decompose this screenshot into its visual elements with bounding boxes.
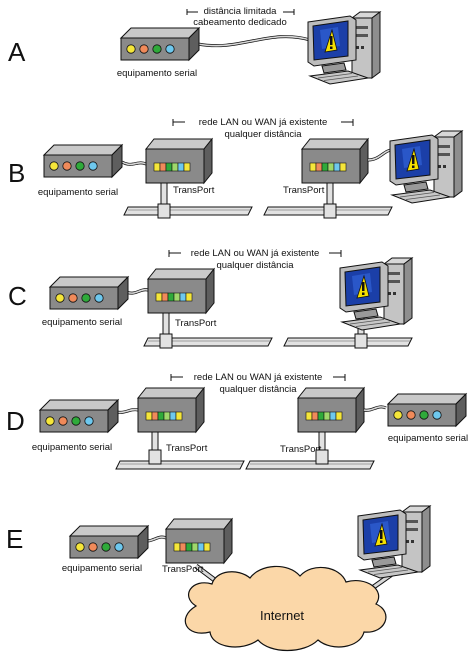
scenario-b-bracket-line2: qualquer distância bbox=[224, 129, 302, 140]
lan-segment-icon bbox=[115, 460, 245, 470]
serial-device-icon bbox=[387, 393, 467, 427]
scenario-b-bracket-line1: rede LAN ou WAN já existente bbox=[199, 117, 328, 128]
scenario-b-bracket bbox=[172, 119, 354, 126]
scenario-e-transport-label: TransPort bbox=[162, 564, 204, 575]
computer-icon bbox=[307, 11, 381, 85]
scenario-c-letter: C bbox=[8, 281, 27, 311]
scenario-d-bracket-line1: rede LAN ou WAN já existente bbox=[194, 372, 323, 383]
transport-device-icon bbox=[301, 138, 369, 184]
serial-device-icon bbox=[49, 276, 129, 310]
scenario-d-letter: D bbox=[6, 406, 25, 436]
computer-icon bbox=[357, 505, 431, 579]
serial-device-icon bbox=[43, 144, 123, 178]
scenario-e-letter: E bbox=[6, 524, 23, 554]
scenario-d-transport-label-left: TransPort bbox=[166, 443, 208, 454]
transport-device-icon bbox=[165, 518, 233, 564]
scenario-d-serial-label-right: equipamento serial bbox=[388, 433, 468, 444]
scenario-e-serial-label: equipamento serial bbox=[62, 563, 142, 574]
scenario-a-bracket-line2: cabeamento dedicado bbox=[193, 17, 287, 28]
computer-icon bbox=[339, 257, 413, 331]
scenario-a-letter: A bbox=[8, 37, 26, 67]
lan-segment-icon bbox=[283, 337, 413, 347]
lan-segment-icon bbox=[245, 460, 375, 470]
scenario-c-bracket-line2: qualquer distância bbox=[216, 260, 294, 271]
transport-device-icon bbox=[297, 387, 365, 433]
lan-segment-icon bbox=[123, 206, 253, 216]
scenario-c-transport-label: TransPort bbox=[175, 318, 217, 329]
scenario-b-transport-label-left: TransPort bbox=[173, 185, 215, 196]
scenario-c-bracket-line1: rede LAN ou WAN já existente bbox=[191, 248, 320, 259]
internet-label: Internet bbox=[260, 608, 304, 623]
transport-device-icon bbox=[145, 138, 213, 184]
serial-device-icon bbox=[120, 27, 200, 61]
cloud-icon bbox=[184, 565, 387, 651]
scenario-c-serial-label: equipamento serial bbox=[42, 317, 122, 328]
computer-icon bbox=[389, 130, 463, 204]
scenario-c-bracket bbox=[168, 250, 342, 257]
transport-device-icon bbox=[137, 387, 205, 433]
transport-device-icon bbox=[147, 268, 215, 314]
scenario-b-serial-label: equipamento serial bbox=[38, 187, 118, 198]
scenario-d-transport-label-right: TransPort bbox=[280, 444, 322, 455]
scenario-b-transport-label-right: TransPort bbox=[283, 185, 325, 196]
scenario-b-letter: B bbox=[8, 158, 25, 188]
scenario-d-bracket bbox=[170, 374, 346, 381]
scenario-d-bracket-line2: qualquer distância bbox=[219, 384, 297, 395]
scenario-d-serial-label-left: equipamento serial bbox=[32, 442, 112, 453]
scenario-a-serial-label: equipamento serial bbox=[117, 68, 197, 79]
serial-device-icon bbox=[69, 525, 149, 559]
scenario-a-bracket-line1: distância limitada bbox=[204, 6, 278, 17]
serial-device-icon bbox=[39, 399, 119, 433]
scenario-a-bracket bbox=[186, 9, 295, 15]
